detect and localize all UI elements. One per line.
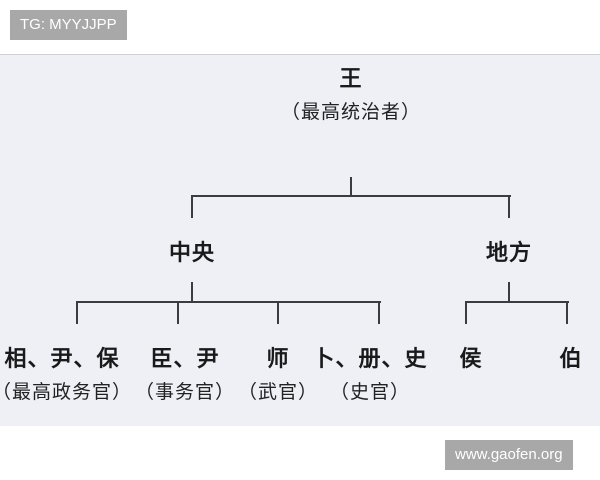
node-military-officials-title: 师 <box>266 347 290 372</box>
node-history-officials-title: 卜、册、史 <box>312 347 428 372</box>
node-chief-officials: 相、尹、保 （最高政务官） <box>0 341 132 404</box>
connector-local-2 <box>566 301 568 324</box>
watermark-bottom: www.gaofen.org <box>445 440 573 470</box>
node-central: 中央 <box>169 235 215 267</box>
node-earl: 伯 <box>559 341 582 373</box>
node-marquis: 侯 <box>459 341 482 373</box>
connector-local-trunk <box>508 282 510 302</box>
node-history-officials: 卜、册、史 （史官） <box>312 341 427 404</box>
node-chief-officials-title: 相、尹、保 <box>4 347 120 372</box>
node-affairs-officials-title: 臣、尹 <box>150 347 220 372</box>
node-marquis-title: 侯 <box>459 347 483 372</box>
node-affairs-officials: 臣、尹 （事务官） <box>135 341 235 404</box>
connector-central-2 <box>177 301 179 324</box>
connector-local-1 <box>465 301 467 324</box>
node-local-title: 地方 <box>485 241 533 266</box>
connector-central-bar <box>76 301 381 303</box>
connector-central-1 <box>76 301 78 324</box>
node-military-officials-subtitle: （武官） <box>237 381 319 403</box>
watermark-top: TG: MYYJJPP <box>10 10 127 40</box>
connector-central-4 <box>378 301 380 324</box>
connector-root-trunk <box>350 177 352 197</box>
node-history-officials-subtitle: （史官） <box>329 381 411 403</box>
node-affairs-officials-subtitle: （事务官） <box>134 381 236 403</box>
node-king-title: 王 <box>339 67 363 92</box>
connector-level2-bar <box>191 195 511 197</box>
org-chart-diagram: 王 （最高统治者） 中央 地方 相、尹、保 （最高政务官） 臣、尹 （事务官） … <box>0 54 600 426</box>
connector-to-local <box>508 195 510 218</box>
node-central-title: 中央 <box>168 241 216 266</box>
node-king-subtitle: （最高统治者） <box>280 101 422 123</box>
connector-central-trunk <box>191 282 193 302</box>
connector-central-3 <box>277 301 279 324</box>
node-military-officials: 师 （武官） <box>238 341 318 404</box>
node-local: 地方 <box>486 235 532 267</box>
node-earl-title: 伯 <box>559 347 583 372</box>
connector-to-central <box>191 195 193 218</box>
connector-local-bar <box>465 301 569 303</box>
node-king: 王 （最高统治者） <box>281 61 421 124</box>
node-chief-officials-subtitle: （最高政务官） <box>0 381 133 403</box>
